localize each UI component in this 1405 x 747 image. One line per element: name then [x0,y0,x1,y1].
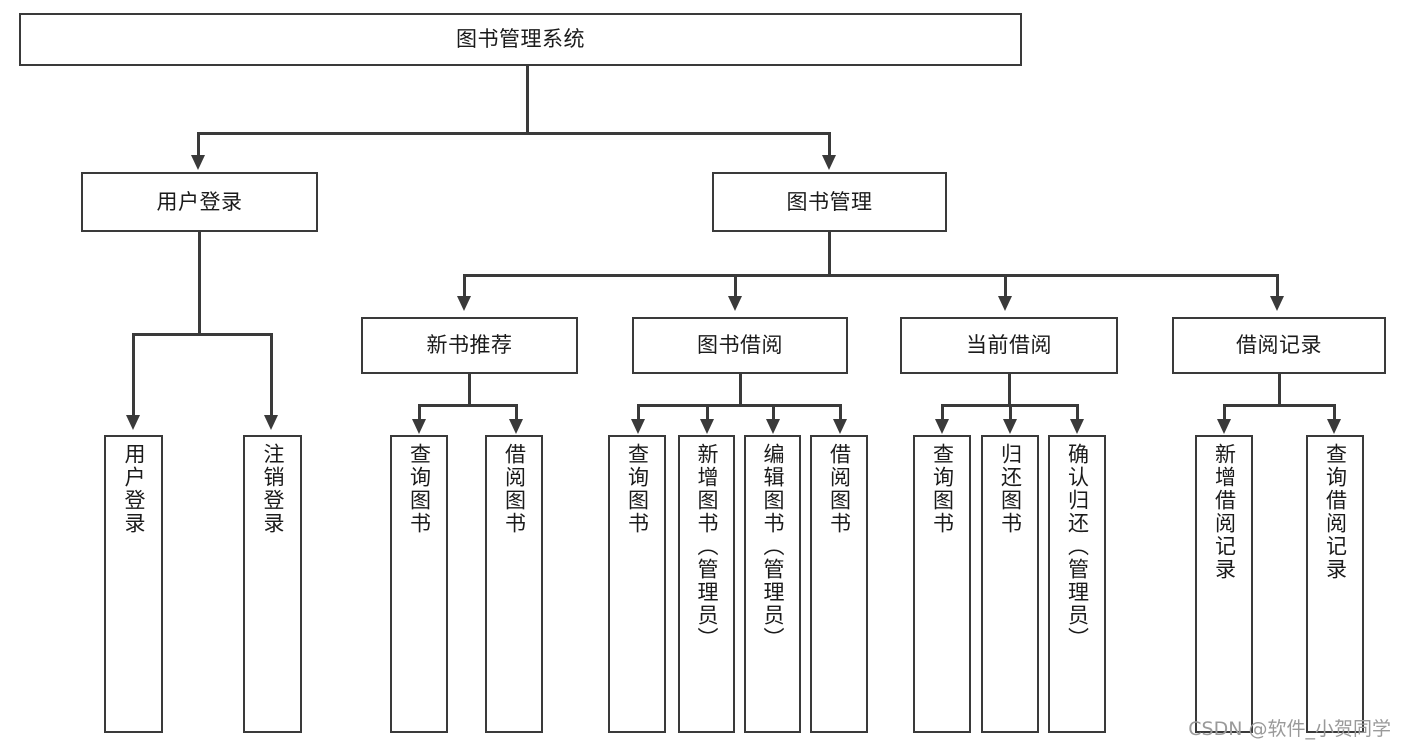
connector-user-login-bar [132,333,270,336]
node-label: 用户登录 [156,189,243,214]
connector-book-management-bar [463,274,1279,277]
connector-book-borrow-to-leaf-3 [772,404,775,421]
arrowhead-book-borrow-leaf-2 [700,419,714,434]
arrowhead-book-borrow-leaf-1 [631,419,645,434]
connector-current-borrow-stem [1008,374,1011,406]
node-label: 图书管理 [786,189,873,214]
node-label: 借阅图书 [827,443,852,535]
node-borrow-record[interactable]: 借阅记录 [1172,317,1386,374]
arrowhead-current-borrow-leaf-2 [1003,419,1017,434]
arrowhead-book-borrow-leaf-4 [833,419,847,434]
arrowhead-user-login-leaf-2 [264,415,278,430]
node-label: 新书推荐 [426,333,513,358]
node-root-book-management-system[interactable]: 图书管理系统 [19,13,1022,66]
connector-bm-to-book-borrow [734,274,737,298]
node-book-management[interactable]: 图书管理 [712,172,947,232]
leaf-borrow-record-query-record[interactable]: 查询借阅记录 [1306,435,1364,733]
arrowhead-bm-to-borrow-record [1270,296,1284,311]
arrowhead-bm-to-current-borrow [998,296,1012,311]
connector-borrow-record-bar [1223,404,1335,407]
arrowhead-book-borrow-leaf-3 [766,419,780,434]
connector-root-to-user-login [197,132,200,157]
arrowhead-new-book-leaf-2 [509,419,523,434]
node-label: 图书借阅 [697,333,783,358]
leaf-borrow-record-add-record[interactable]: 新增借阅记录 [1195,435,1253,733]
connector-bm-to-borrow-record [1276,274,1279,298]
node-label: 借阅记录 [1236,333,1322,358]
leaf-book-borrow-edit-book-admin[interactable]: 编辑图书（管理员） [744,435,801,733]
leaf-book-borrow-query-book[interactable]: 查询图书 [608,435,666,733]
leaf-current-borrow-return-book[interactable]: 归还图书 [981,435,1039,733]
node-label: 新增借阅记录 [1212,443,1237,581]
node-new-book-recommend[interactable]: 新书推荐 [361,317,578,374]
leaf-current-borrow-query-book[interactable]: 查询图书 [913,435,971,733]
node-label: 查询借阅记录 [1323,443,1348,581]
arrowhead-current-borrow-leaf-1 [935,419,949,434]
connector-user-login-to-leaf-2 [270,333,273,417]
connector-new-book-to-leaf-1 [418,404,421,421]
connector-current-borrow-to-leaf-1 [941,404,944,421]
connector-borrow-record-to-leaf-1 [1223,404,1226,421]
connector-book-borrow-to-leaf-2 [706,404,709,421]
connector-book-management-stem [828,232,831,276]
node-label: 查询图书 [407,443,432,535]
connector-borrow-record-to-leaf-2 [1333,404,1336,421]
leaf-book-borrow-add-book-admin[interactable]: 新增图书（管理员） [678,435,735,733]
node-label: 查询图书 [930,443,955,535]
connector-root-bar [197,132,831,135]
node-label: 编辑图书（管理员） [761,443,785,650]
arrowhead-root-to-book-management [822,155,836,170]
node-label: 归还图书 [998,443,1023,535]
connector-new-book-bar [418,404,518,407]
node-current-borrow[interactable]: 当前借阅 [900,317,1118,374]
node-label: 当前借阅 [966,333,1052,358]
connector-bm-to-new-book [463,274,466,298]
arrowhead-root-to-user-login [191,155,205,170]
leaf-new-book-borrow-book[interactable]: 借阅图书 [485,435,543,733]
node-label: 图书管理系统 [456,27,585,52]
node-label: 注销登录 [261,443,285,535]
connector-bm-to-current-borrow [1004,274,1007,298]
connector-new-book-stem [468,374,471,406]
node-label: 新增图书（管理员） [695,443,719,650]
arrowhead-borrow-record-leaf-1 [1217,419,1231,434]
connector-user-login-stem [198,232,201,335]
node-label: 借阅图书 [502,443,527,535]
arrowhead-current-borrow-leaf-3 [1070,419,1084,434]
leaf-book-borrow-borrow-book[interactable]: 借阅图书 [810,435,868,733]
leaf-user-login-logout[interactable]: 注销登录 [243,435,302,733]
connector-current-borrow-to-leaf-2 [1009,404,1012,421]
connector-new-book-to-leaf-2 [515,404,518,421]
arrowhead-borrow-record-leaf-2 [1327,419,1341,434]
connector-user-login-to-leaf-1 [132,333,135,417]
connector-book-borrow-to-leaf-4 [839,404,842,421]
arrowhead-bm-to-new-book [457,296,471,311]
node-book-borrow[interactable]: 图书借阅 [632,317,848,374]
arrowhead-new-book-leaf-1 [412,419,426,434]
leaf-new-book-query-book[interactable]: 查询图书 [390,435,448,733]
leaf-user-login-login[interactable]: 用户登录 [104,435,163,733]
connector-book-borrow-stem [739,374,742,406]
connector-root-to-book-management [828,132,831,157]
connector-borrow-record-stem [1278,374,1281,406]
watermark-text: CSDN @软件_小贺同学 [1188,718,1391,740]
node-label: 查询图书 [625,443,650,535]
node-user-login[interactable]: 用户登录 [81,172,318,232]
node-label: 确认归还（管理员） [1065,443,1090,650]
leaf-current-borrow-confirm-return-admin[interactable]: 确认归还（管理员） [1048,435,1106,733]
arrowhead-bm-to-book-borrow [728,296,742,311]
connector-book-borrow-bar [637,404,841,407]
arrowhead-user-login-leaf-1 [126,415,140,430]
node-label: 用户登录 [122,443,146,535]
connector-root-stem [526,66,529,134]
connector-book-borrow-to-leaf-1 [637,404,640,421]
connector-current-borrow-to-leaf-3 [1076,404,1079,421]
